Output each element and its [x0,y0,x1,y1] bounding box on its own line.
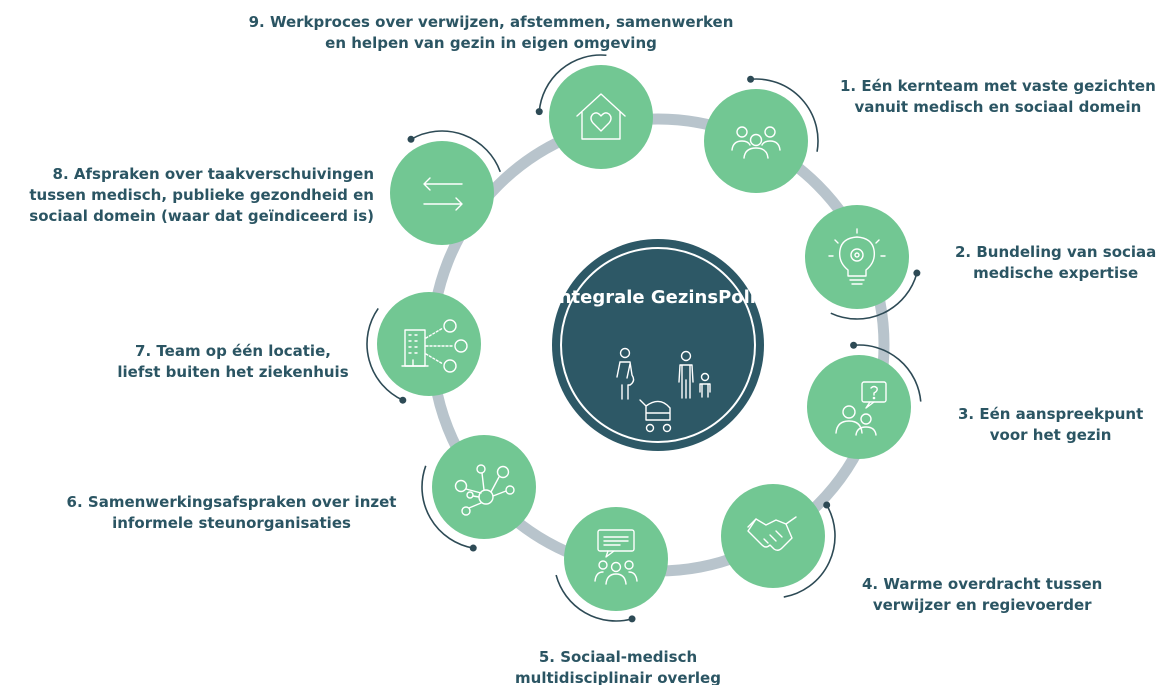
building-people-icon [401,319,468,373]
node-arc [538,54,607,112]
node-arc-dot [747,75,755,83]
team-icon [731,126,781,159]
step-node-4 [721,484,825,588]
step-label-8: 8. Afspraken over taakverschuivingen tus… [6,164,374,227]
network-icon [454,464,515,516]
step-label-line: verwijzer en regievoerder [872,596,1092,614]
exchange-arrows-icon [423,177,463,211]
step-label-line: 5. Sociaal-medisch [538,648,698,666]
step-label-line: multidisciplinair overleg [515,669,721,685]
node-arc [853,344,922,402]
node-arc [830,272,918,320]
step-label-line: sociaal domein (waar dat geïndiceerd is) [29,207,374,225]
step-label-4: 4. Warme overdracht tussen verwijzer en … [862,574,1102,616]
family-icon [616,347,711,433]
step-node-8 [390,141,494,245]
step-label-line: tussen medisch, publieke gezondheid en [29,186,374,204]
step-label-line: en helpen van gezin in eigen omgeving [325,34,657,52]
step-label-line: 8. Afspraken over taakverschuivingen [52,165,374,183]
node-arc-dot [407,135,415,143]
step-label-line: 3. Eén aanspreekpunt [958,405,1144,423]
lightbulb-gear-icon [828,228,886,285]
step-label-line: 1. Eén kernteam met vaste gezichten [840,77,1156,95]
center-circle [552,239,764,451]
step-label-line: medische expertise [973,264,1139,282]
node-arc [750,78,819,152]
decorative-arcs [366,54,922,623]
step-label-line: voor het gezin [989,426,1112,444]
step-node-1 [704,89,808,193]
step-label-line: vanuit medisch en sociaal domein [854,98,1142,116]
step-label-5: 5. Sociaal-medisch multidisciplinair ove… [508,647,728,685]
step-label-line: 7. Team op één locatie, [135,342,331,360]
node-arc-dot [469,544,477,552]
node-arc [555,574,633,622]
node-arc [783,504,836,598]
step-node-5 [564,507,668,611]
step-label-6: 6. Samenwerkingsafspraken over inzet inf… [64,492,399,534]
node-arc [410,130,502,173]
node-arc-dot [535,108,543,116]
step-node-7 [377,292,481,396]
node-arc [366,307,404,401]
step-label-line: 2. Bundeling van sociaa [955,243,1157,261]
question-person-icon [835,381,887,436]
node-arc [421,465,474,549]
node-arc-dot [850,341,858,349]
step-node-9 [549,65,653,169]
step-node-3 [807,355,911,459]
node-arc-dot [913,269,921,277]
diagram-title: Integrale GezinsPoli [552,287,756,308]
step-label-line: liefst buiten het ziekenhuis [117,363,349,381]
step-label-line: 6. Samenwerkingsafspraken over inzet [66,493,397,511]
step-label-7: 7. Team op één locatie, liefst buiten he… [108,341,358,383]
step-label-1: 1. Eén kernteam met vaste gezichten vanu… [840,76,1156,118]
handshake-icon [747,516,797,551]
step-label-line: 9. Werkproces over verwijzen, afstemmen,… [248,13,734,31]
home-heart-icon [576,93,626,140]
node-arc-dot [399,396,407,404]
node-arc-dot [823,501,831,509]
meeting-chat-icon [594,529,638,585]
step-label-line: 4. Warme overdracht tussen [862,575,1103,593]
node-arc-dot [628,615,636,623]
step-label-2: 2. Bundeling van sociaa medische experti… [955,242,1156,284]
step-label-line: informele steunorganisaties [112,514,351,532]
step-label-9: 9. Werkproces over verwijzen, afstemmen,… [236,12,746,54]
step-label-3: 3. Eén aanspreekpunt voor het gezin [958,404,1143,446]
